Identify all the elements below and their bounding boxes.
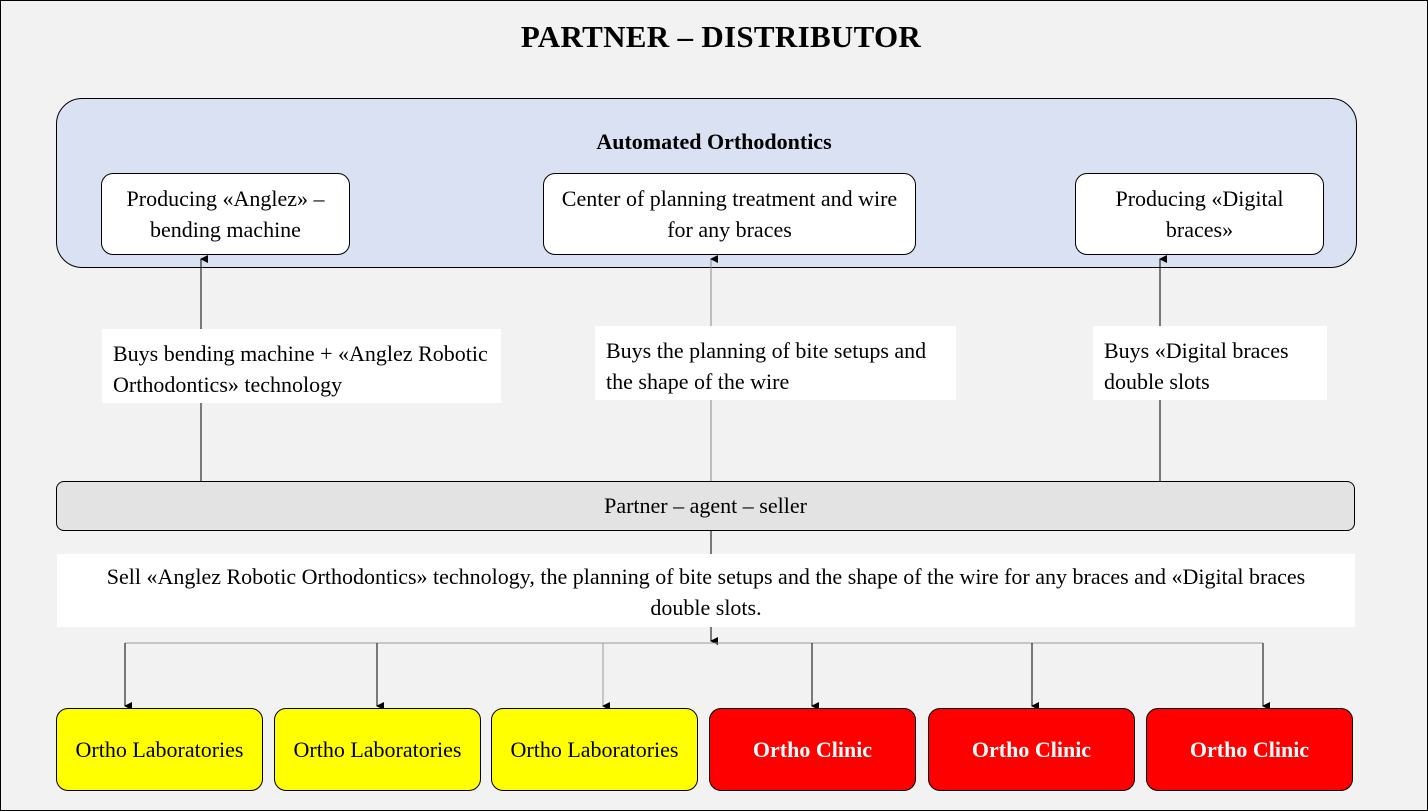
partner-agent-seller-box: Partner – agent – seller: [56, 481, 1355, 531]
box-planning-center: Center of planning treatment and wire fo…: [543, 173, 916, 255]
diagram-title: PARTNER – DISTRIBUTOR: [520, 19, 922, 54]
sell-label: Sell «Anglez Robotic Orthodontics» techn…: [57, 554, 1355, 627]
ortho-laboratories-box-3: Ortho Laboratories: [491, 708, 698, 791]
ortho-clinic-box-2: Ortho Clinic: [928, 708, 1135, 791]
group-title: Automated Orthodontics: [596, 129, 832, 154]
ortho-laboratories-box-2: Ortho Laboratories: [274, 708, 481, 791]
ortho-clinic-box-1: Ortho Clinic: [709, 708, 916, 791]
edge-label-bending-machine: Buys bending machine + «Anglez Robotic O…: [102, 329, 501, 403]
box-digital-braces: Producing «Digital braces»: [1075, 173, 1324, 255]
ortho-laboratories-box-1: Ortho Laboratories: [56, 708, 263, 791]
edge-label-digital-braces: Buys «Digital braces double slots: [1093, 326, 1327, 400]
box-anglez-bending-machine: Producing «Anglez» – bending machine: [101, 173, 350, 255]
edge-label-planning: Buys the planning of bite setups and the…: [595, 326, 956, 400]
ortho-clinic-box-3: Ortho Clinic: [1146, 708, 1353, 791]
